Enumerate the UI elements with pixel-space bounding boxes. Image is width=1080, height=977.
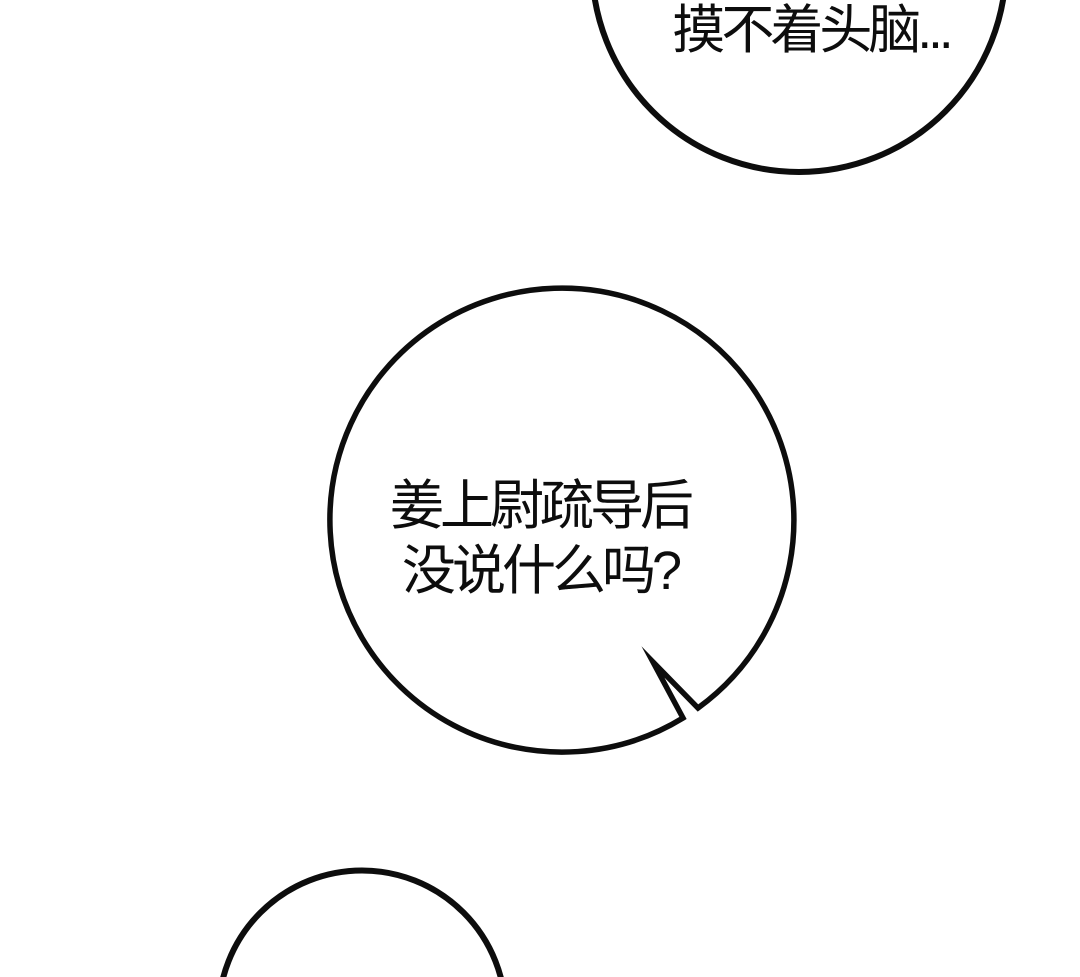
main-bubble-text: 姜上尉疏导后 没说什么吗? [390,474,694,604]
main-bubble-text-line1: 姜上尉疏导后 [390,476,694,536]
main-bubble-text-line2: 没说什么吗? [401,541,682,601]
bottom-speech-bubble [220,867,504,977]
top-bubble-text: 摸不着头脑... [672,1,953,60]
top-speech-bubble [591,0,1007,175]
main-speech-bubble [327,285,797,755]
